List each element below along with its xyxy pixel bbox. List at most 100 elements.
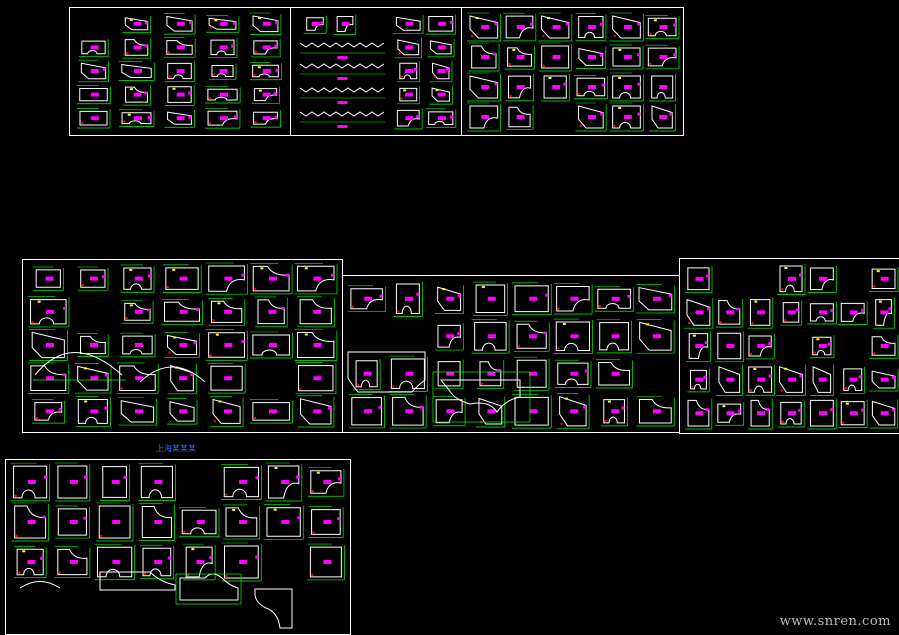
profile-tag bbox=[405, 371, 414, 376]
dimension-marker bbox=[168, 75, 171, 78]
dimension-marker bbox=[672, 53, 676, 57]
molding-profile bbox=[434, 285, 464, 314]
profile-tag bbox=[757, 377, 766, 382]
sheet-4-arches bbox=[33, 352, 206, 383]
profile-outline bbox=[717, 403, 742, 423]
molding-profile bbox=[595, 359, 633, 389]
molding-profile bbox=[121, 300, 154, 324]
molding-profile bbox=[776, 264, 806, 295]
profile-tag bbox=[337, 101, 348, 104]
molding-profile bbox=[869, 267, 899, 292]
profile-outline bbox=[390, 358, 425, 389]
dimension-marker bbox=[433, 75, 436, 79]
profile-tag bbox=[239, 560, 248, 564]
large-profile bbox=[99, 571, 176, 591]
profile-outline bbox=[121, 112, 152, 125]
dimension-marker bbox=[562, 323, 566, 326]
sheet-2-profiles bbox=[393, 14, 457, 130]
dimension-marker bbox=[83, 367, 87, 370]
profile-tag bbox=[880, 276, 889, 281]
dimension-marker bbox=[122, 120, 126, 123]
molding-profile bbox=[29, 329, 68, 361]
molding-profile bbox=[514, 320, 550, 352]
profile-outline bbox=[540, 15, 570, 39]
molding-profile bbox=[140, 544, 175, 580]
dimension-marker bbox=[257, 66, 261, 69]
molding-profile bbox=[208, 297, 246, 326]
molding-profile bbox=[872, 297, 895, 329]
dimension-marker bbox=[129, 304, 133, 307]
profile-tag bbox=[268, 276, 277, 281]
dimension-marker bbox=[442, 288, 446, 291]
profile-tag bbox=[323, 480, 332, 484]
molding-profile bbox=[99, 464, 130, 501]
profile-outline bbox=[871, 268, 896, 289]
profile-outline bbox=[555, 321, 590, 351]
profile-outline bbox=[599, 322, 630, 351]
profile-outline bbox=[252, 402, 290, 421]
molding-profile bbox=[609, 44, 644, 70]
molding-profile bbox=[294, 329, 338, 361]
profile-tag bbox=[516, 55, 525, 59]
profile-tag bbox=[695, 276, 704, 281]
dimension-marker bbox=[233, 115, 237, 119]
profile-outline bbox=[840, 401, 865, 426]
profile-tag bbox=[90, 69, 99, 73]
dimension-marker bbox=[120, 387, 123, 390]
profile-tag bbox=[652, 334, 661, 339]
profile-tag bbox=[516, 25, 525, 29]
dimension-marker bbox=[100, 534, 103, 538]
molding-profile bbox=[393, 15, 424, 34]
molding-profile bbox=[308, 506, 344, 538]
molding-profile bbox=[575, 102, 607, 132]
profile-outline bbox=[166, 15, 193, 32]
molding-profile bbox=[250, 110, 281, 128]
molding-profile bbox=[467, 12, 502, 42]
profile-tag bbox=[529, 409, 538, 414]
dimension-marker bbox=[232, 21, 236, 25]
dimension-marker bbox=[209, 354, 212, 357]
molding-profile bbox=[163, 13, 196, 35]
profile-outline bbox=[167, 86, 192, 103]
dimension-box bbox=[432, 371, 531, 423]
molding-profile bbox=[263, 504, 304, 540]
molding-profile bbox=[33, 266, 64, 291]
molding-profile bbox=[809, 335, 835, 359]
profile-outline bbox=[79, 110, 108, 126]
profile-tag bbox=[437, 116, 446, 121]
molding-profile bbox=[777, 400, 805, 428]
dimension-marker bbox=[241, 340, 245, 344]
profile-outline bbox=[124, 17, 149, 31]
profile-outline bbox=[208, 332, 245, 358]
dimension-marker bbox=[766, 408, 770, 412]
dimension-marker bbox=[607, 400, 611, 403]
dimension-marker bbox=[15, 534, 18, 538]
dimension-marker bbox=[529, 22, 533, 26]
profile-tag bbox=[90, 409, 99, 414]
molding-profile bbox=[347, 285, 386, 313]
profile-tag bbox=[849, 310, 858, 315]
dimension-marker bbox=[123, 475, 127, 479]
profile-outline bbox=[57, 508, 87, 536]
profile-tag bbox=[529, 371, 538, 376]
profile-tag bbox=[757, 310, 766, 315]
profile-tag bbox=[405, 92, 414, 97]
profile-outline bbox=[428, 15, 454, 32]
dimension-marker bbox=[254, 287, 257, 291]
dimension-marker bbox=[872, 285, 876, 288]
dimension-marker bbox=[475, 17, 479, 19]
profile-outline bbox=[749, 299, 771, 326]
molding-profile bbox=[206, 15, 240, 33]
profile-outline bbox=[351, 397, 382, 426]
profile-tag bbox=[154, 480, 163, 484]
molding-profile bbox=[163, 37, 196, 58]
profile-outline bbox=[478, 397, 503, 425]
dimension-marker bbox=[546, 17, 550, 19]
dimension-marker bbox=[35, 416, 39, 420]
profile-outline bbox=[210, 300, 243, 323]
dimension-marker bbox=[189, 20, 193, 24]
molding-profile bbox=[210, 396, 244, 427]
profile-outline bbox=[647, 17, 677, 37]
molding-profile bbox=[645, 44, 680, 70]
